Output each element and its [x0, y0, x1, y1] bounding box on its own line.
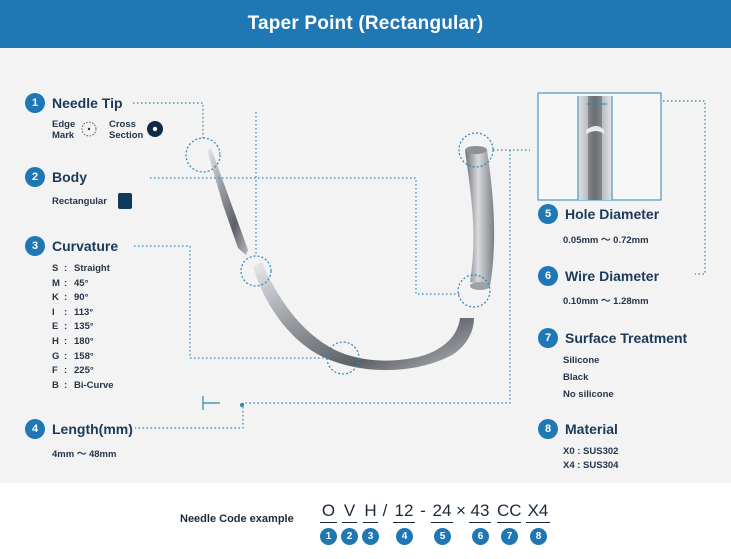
section-hole-diameter: 5 Hole Diameter [538, 204, 659, 224]
list-item: H:180° [52, 335, 94, 347]
code-char: 24 [431, 501, 453, 523]
needle-body-shape [253, 262, 474, 371]
code-number-badge: 8 [530, 528, 547, 545]
list-item: X4 : SUS304 [563, 460, 619, 471]
curvature-list: S:Straight M:45° K:90° I:113° E:135° H:1… [52, 263, 114, 394]
list-item: E:135° [52, 321, 94, 333]
body-focus-circle [240, 255, 272, 287]
section-number: 3 [25, 236, 45, 256]
tip-focus-circle [185, 137, 221, 173]
code-char: V [342, 501, 357, 523]
rectangular-body-icon [118, 193, 132, 209]
code-number-badge: 5 [434, 528, 451, 545]
code-number-badge: 1 [320, 528, 337, 545]
section-title: Material [565, 421, 618, 437]
code-char: 43 [469, 501, 491, 523]
section-title: Curvature [52, 238, 119, 254]
section-needle-tip: 1 Needle Tip [25, 93, 123, 113]
needle-tip-shape [207, 148, 248, 255]
section-number: 5 [538, 204, 558, 224]
list-item: S:Straight [52, 263, 110, 274]
list-item: G:158° [52, 350, 94, 362]
list-item: K:90° [52, 292, 89, 304]
section-wire-diameter: 6 Wire Diameter [538, 266, 659, 286]
code-char: X4 [526, 501, 550, 523]
wire-focus-circle [457, 274, 491, 308]
list-item: Silicone [563, 355, 600, 366]
section-material: 8 Material [538, 419, 618, 439]
section-number: 2 [25, 167, 45, 187]
hole-diameter-range: 0.05mm ～ 0.72mm [563, 235, 649, 246]
section-title: Body [52, 169, 87, 185]
section-surface-treatment: 7 Surface Treatment [538, 328, 687, 348]
section-title: Length(mm) [52, 421, 133, 437]
code-separator: × [456, 501, 466, 520]
cross-section-label: Cross Section [109, 119, 144, 141]
code-char: H [363, 501, 378, 523]
code-char: CC [497, 501, 522, 523]
header-banner: Taper Point (Rectangular) [0, 0, 731, 48]
list-item: I:113° [52, 306, 94, 318]
list-item: M:45° [52, 277, 89, 289]
section-number: 4 [25, 419, 45, 439]
list-item: B:Bi-Curve [52, 379, 114, 391]
needle-code-label: Needle Code example [180, 513, 294, 525]
section-length: 4 Length(mm) [25, 419, 133, 439]
wire-diameter-range: 0.10mm ～ 1.28mm [563, 296, 649, 307]
code-number-badge: 2 [341, 528, 358, 545]
code-char: O [320, 501, 337, 523]
code-number-badge: 4 [396, 528, 413, 545]
section-title: Wire Diameter [565, 268, 660, 284]
section-curvature: 3 Curvature [25, 236, 118, 256]
section-title: Needle Tip [52, 95, 123, 111]
list-item: F:225° [52, 365, 94, 377]
section-number: 8 [538, 419, 558, 439]
page-title: Taper Point (Rectangular) [247, 13, 484, 34]
section-number: 6 [538, 266, 558, 286]
list-item: X0 : SUS302 [563, 446, 619, 457]
length-range: 4mm ～ 48mm [52, 449, 117, 460]
code-number-badge: 6 [472, 528, 489, 545]
code-char: 12 [393, 501, 415, 523]
edge-mark-icon [81, 121, 97, 137]
list-item: Black [563, 372, 589, 383]
body-shape-label: Rectangular [52, 196, 107, 207]
edge-mark-label: Edge Mark [52, 119, 76, 141]
section-title: Hole Diameter [565, 206, 660, 222]
section-body: 2 Body [25, 167, 87, 187]
list-item: No silicone [563, 389, 614, 400]
section-number: 1 [25, 93, 45, 113]
material-list: X0 : SUS302 X4 : SUS304 [563, 446, 618, 474]
code-separator: - [420, 501, 426, 520]
code-number-badge: 7 [501, 528, 518, 545]
code-separator: / [382, 501, 388, 520]
needle-shank-shape [465, 150, 495, 286]
section-number: 7 [538, 328, 558, 348]
code-number-badge: 3 [362, 528, 379, 545]
section-title: Surface Treatment [565, 330, 688, 346]
needle-code-footer [0, 483, 731, 559]
surface-treatment-list: Silicone Black No silicone [563, 355, 614, 406]
